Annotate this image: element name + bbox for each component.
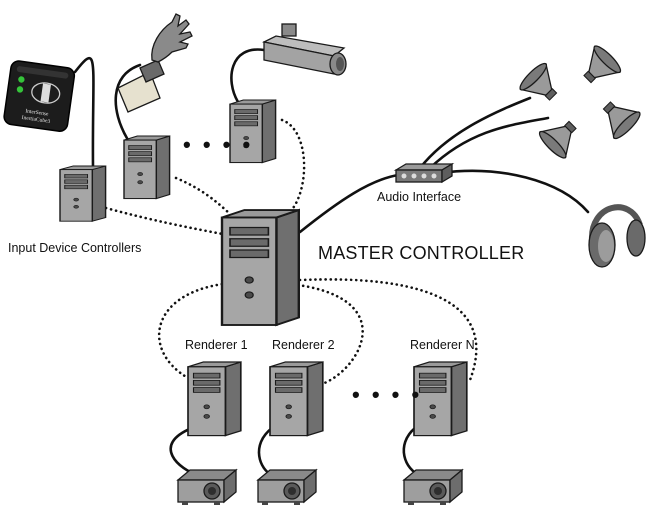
- input-controller-1: [59, 165, 107, 222]
- cable-tracker-to-controller: [73, 56, 95, 170]
- input-controller-2: [123, 135, 171, 200]
- data-glove-icon: [117, 13, 193, 113]
- ellipsis-bottom: • • • •: [352, 382, 423, 407]
- headphones-icon: [588, 204, 646, 268]
- cable-camera-to-controller: [230, 48, 266, 104]
- audio-interface-icon: [393, 162, 455, 184]
- cable-audio-to-speakers-b: [428, 116, 550, 170]
- renderer-1-label: Renderer 1: [185, 338, 248, 352]
- device-model-text: InertiaCube3: [21, 115, 51, 125]
- master-controller-label: MASTER CONTROLLER: [318, 243, 525, 263]
- link-master-to-renderer-1: [157, 281, 234, 380]
- input-device-controllers-label: Input Device Controllers: [8, 241, 142, 255]
- speaker-array-icon: [516, 42, 644, 162]
- audio-interface-label: Audio Interface: [377, 190, 462, 204]
- cable-audio-to-headphones: [438, 169, 590, 214]
- projector-1: [177, 469, 237, 506]
- renderer-n-label: Renderer N: [410, 338, 475, 352]
- link-master-to-camera-controller: [280, 118, 306, 214]
- renderer-2-label: Renderer 2: [272, 338, 335, 352]
- renderer-2: [269, 361, 324, 437]
- link-master-to-input-controller-2: [174, 176, 232, 216]
- renderer-1: [187, 361, 242, 437]
- projector-n: [403, 469, 463, 506]
- master-controller: [220, 208, 300, 327]
- network-links: [104, 118, 478, 386]
- cable-master-to-audio: [298, 173, 400, 234]
- ellipsis-top: • • • •: [183, 132, 254, 157]
- solid-cables: [73, 48, 590, 477]
- camera-icon: [262, 23, 347, 76]
- cable-audio-to-speakers-a: [418, 96, 532, 170]
- link-master-to-renderer-n: [298, 278, 478, 382]
- projector-2: [257, 469, 317, 506]
- tracker-device: InterSense InertiaCube3: [3, 60, 76, 132]
- device-brand-text: InterSense: [25, 108, 49, 117]
- cable-glove-to-controller: [114, 63, 142, 142]
- link-master-to-input-controller: [104, 206, 230, 237]
